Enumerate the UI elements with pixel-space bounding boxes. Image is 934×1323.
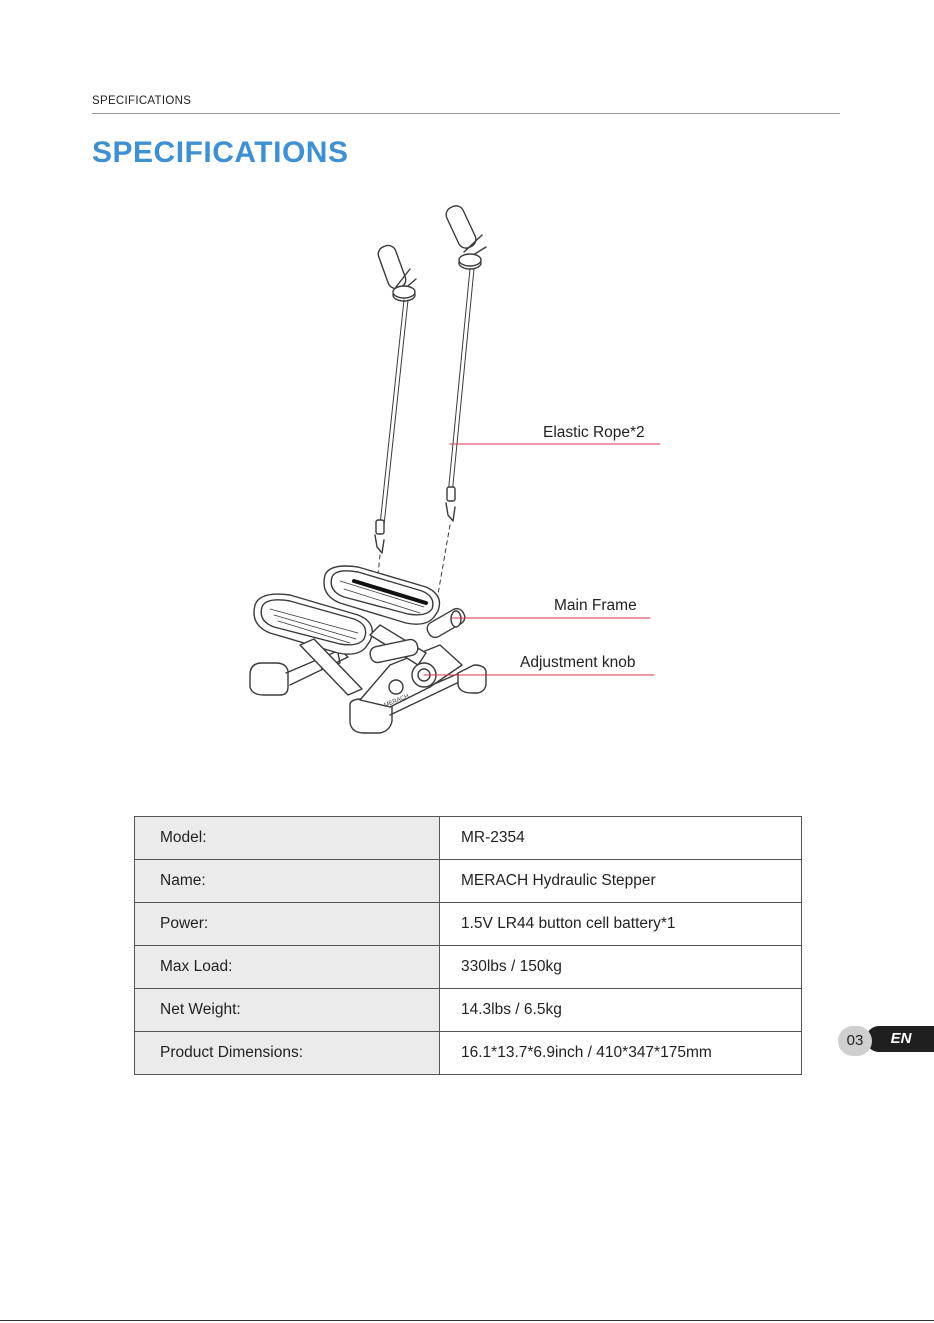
spec-label: Net Weight: (135, 989, 440, 1032)
spec-table: Model: MR-2354 Name: MERACH Hydraulic St… (134, 816, 802, 1075)
left-rope-clip (375, 520, 384, 553)
callout-elastic-rope: Elastic Rope*2 (543, 424, 645, 442)
header-rule (92, 113, 840, 114)
bottom-rule (0, 1320, 934, 1321)
spec-label: Name: (135, 860, 440, 903)
spec-value: MERACH Hydraulic Stepper (440, 860, 802, 903)
right-handle-icon (444, 203, 486, 269)
spec-value: 14.3lbs / 6.5kg (440, 989, 802, 1032)
callout-main-frame: Main Frame (554, 597, 637, 615)
spec-label: Product Dimensions: (135, 1032, 440, 1075)
spec-value: 330lbs / 150kg (440, 946, 802, 989)
right-rope-clip (446, 487, 455, 521)
running-header: SPECIFICATIONS (92, 95, 191, 107)
table-row: Product Dimensions: 16.1*13.7*6.9inch / … (135, 1032, 802, 1075)
table-row: Max Load: 330lbs / 150kg (135, 946, 802, 989)
table-row: Model: MR-2354 (135, 817, 802, 860)
spec-value: 16.1*13.7*6.9inch / 410*347*175mm (440, 1032, 802, 1075)
callout-adjustment-knob: Adjustment knob (520, 654, 635, 672)
table-row: Net Weight: 14.3lbs / 6.5kg (135, 989, 802, 1032)
left-rope (380, 300, 408, 525)
table-row: Power: 1.5V LR44 button cell battery*1 (135, 903, 802, 946)
right-rope (448, 269, 474, 495)
spec-label: Max Load: (135, 946, 440, 989)
base-frame: MERACH (250, 645, 486, 733)
left-handle-icon (376, 243, 416, 301)
spec-label: Power: (135, 903, 440, 946)
table-row: Name: MERACH Hydraulic Stepper (135, 860, 802, 903)
spec-value: MR-2354 (440, 817, 802, 860)
page-title: SPECIFICATIONS (92, 136, 348, 170)
language-tab: EN (866, 1026, 934, 1052)
spec-label: Model: (135, 817, 440, 860)
page-number: 03 (838, 1026, 872, 1056)
spec-value: 1.5V LR44 button cell battery*1 (440, 903, 802, 946)
